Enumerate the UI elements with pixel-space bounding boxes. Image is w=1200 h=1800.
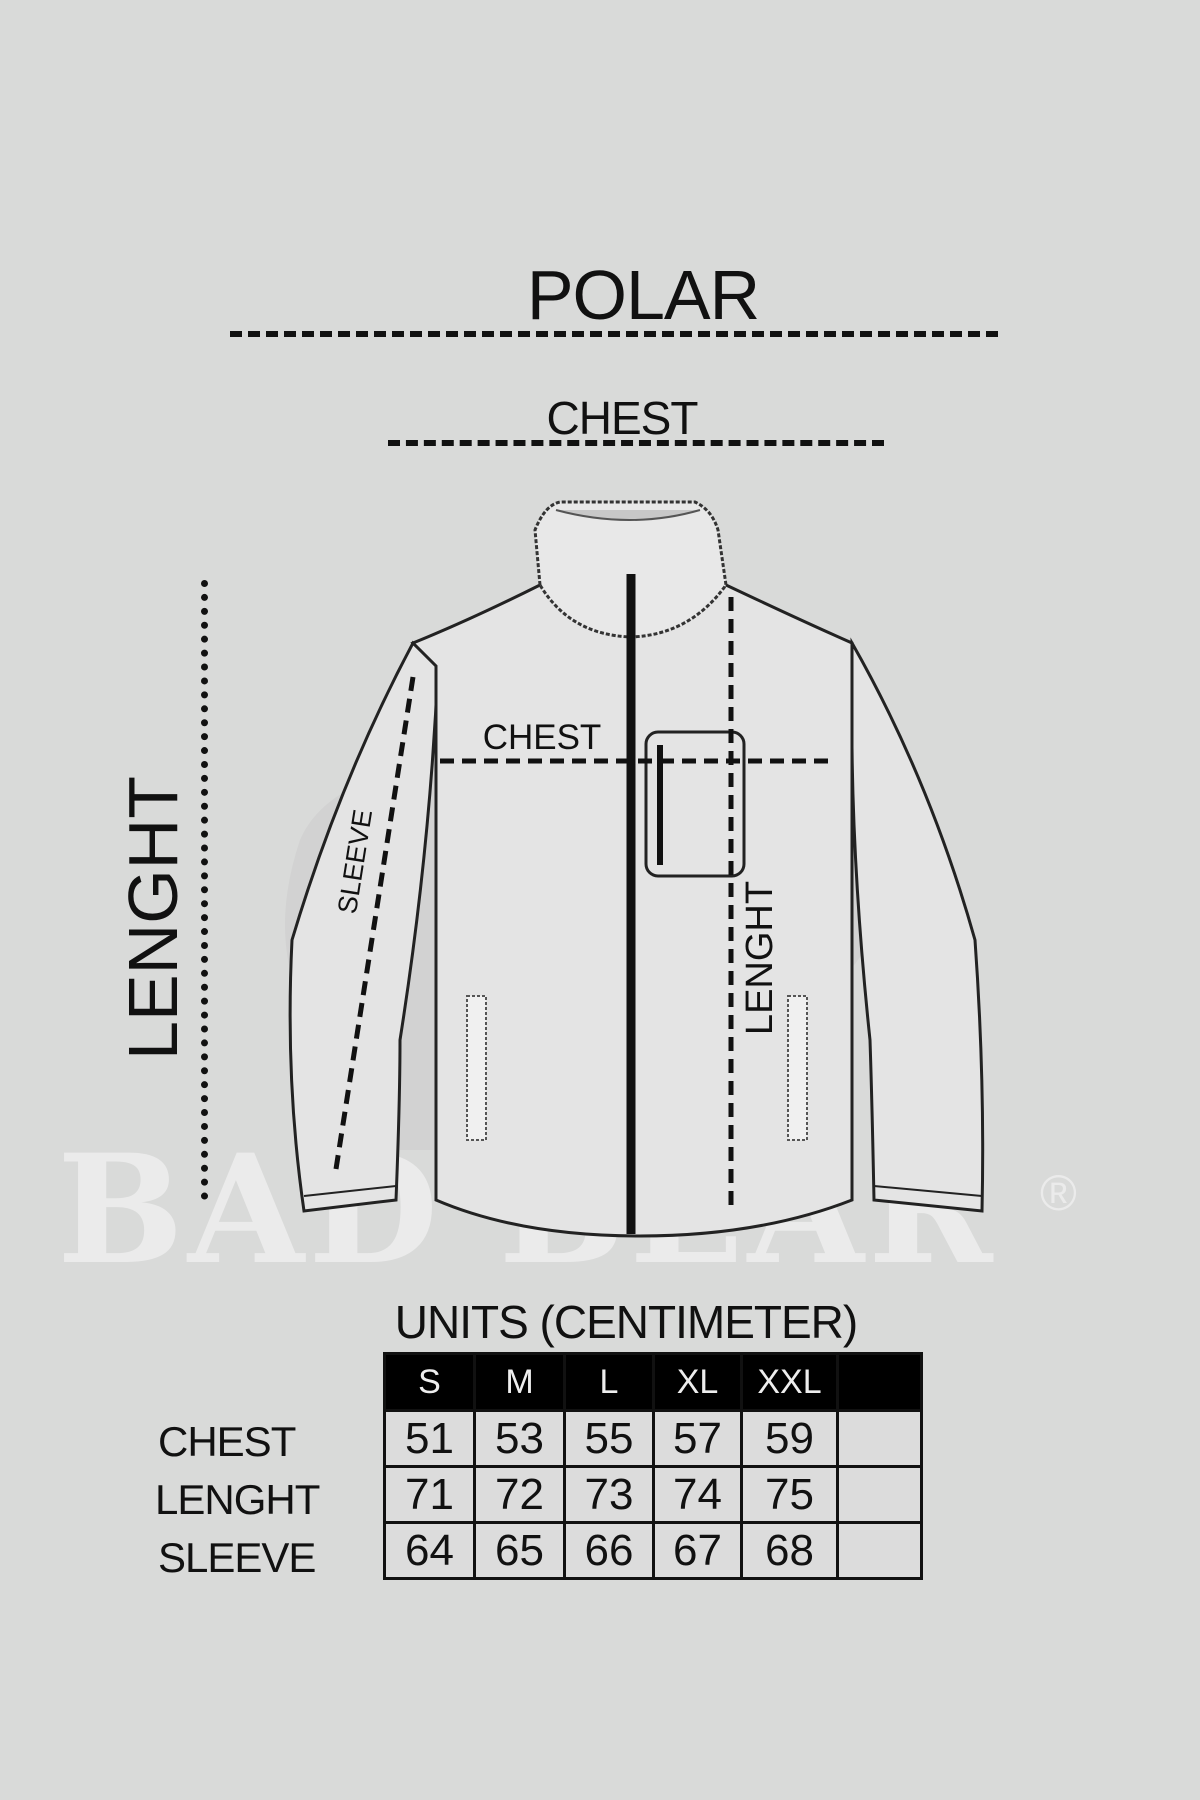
table-cell: 73 <box>563 1465 655 1524</box>
sleeve-line <box>333 676 416 1170</box>
right-pocket <box>787 995 808 1141</box>
title-divider <box>230 331 998 337</box>
page-title: POLAR <box>526 256 760 334</box>
length-measure-line <box>201 580 208 1200</box>
table-row: 64 65 66 67 68 <box>383 1521 923 1580</box>
row-label-length: LENGHT <box>155 1476 320 1523</box>
table-cell: 72 <box>473 1465 566 1524</box>
table-cell: 71 <box>383 1465 476 1524</box>
table-cell: 74 <box>652 1465 743 1524</box>
size-header <box>836 1352 923 1412</box>
table-cell: 64 <box>383 1521 476 1580</box>
size-header: S <box>383 1352 476 1412</box>
size-header: M <box>473 1352 566 1412</box>
row-label-sleeve: SLEEVE <box>158 1534 316 1581</box>
table-header-row: S M L XL XXL <box>383 1352 923 1412</box>
right-sleeve <box>850 637 985 1213</box>
size-header: L <box>563 1352 655 1412</box>
table-cell: 75 <box>740 1465 839 1524</box>
right-cuff <box>873 1185 983 1197</box>
table-cell <box>836 1521 923 1580</box>
table-cell: 51 <box>383 1409 476 1468</box>
table-cell <box>836 1465 923 1524</box>
left-cuff <box>303 1185 397 1197</box>
size-header: XXL <box>740 1352 839 1412</box>
table-cell: 67 <box>652 1521 743 1580</box>
table-cell: 68 <box>740 1521 839 1580</box>
left-sleeve <box>288 640 440 1213</box>
size-header: XL <box>652 1352 743 1412</box>
table-row: 71 72 73 74 75 <box>383 1465 923 1524</box>
chest-measure-label: CHEST <box>546 392 699 444</box>
size-table: S M L XL XXL 51 53 55 57 59 71 72 73 74 … <box>383 1352 923 1580</box>
table-cell: 53 <box>473 1409 566 1468</box>
table-cell <box>836 1409 923 1468</box>
chest-measure-line <box>388 440 884 446</box>
units-label: UNITS (CENTIMETER) <box>394 1296 858 1348</box>
table-cell: 65 <box>473 1521 566 1580</box>
chest-pocket <box>644 730 746 878</box>
collar <box>533 500 728 639</box>
table-cell: 57 <box>652 1409 743 1468</box>
table-cell: 59 <box>740 1409 839 1468</box>
table-cell: 55 <box>563 1409 655 1468</box>
diagram-length-label: LENGHT <box>739 881 781 1035</box>
left-pocket <box>466 995 487 1141</box>
table-row: 51 53 55 57 59 <box>383 1409 923 1468</box>
row-label-chest: CHEST <box>158 1418 296 1465</box>
diagram-chest-label: CHEST <box>483 718 602 757</box>
collar-inner <box>555 509 701 521</box>
registered-mark: ® <box>1040 1165 1077 1221</box>
table-cell: 66 <box>563 1521 655 1580</box>
